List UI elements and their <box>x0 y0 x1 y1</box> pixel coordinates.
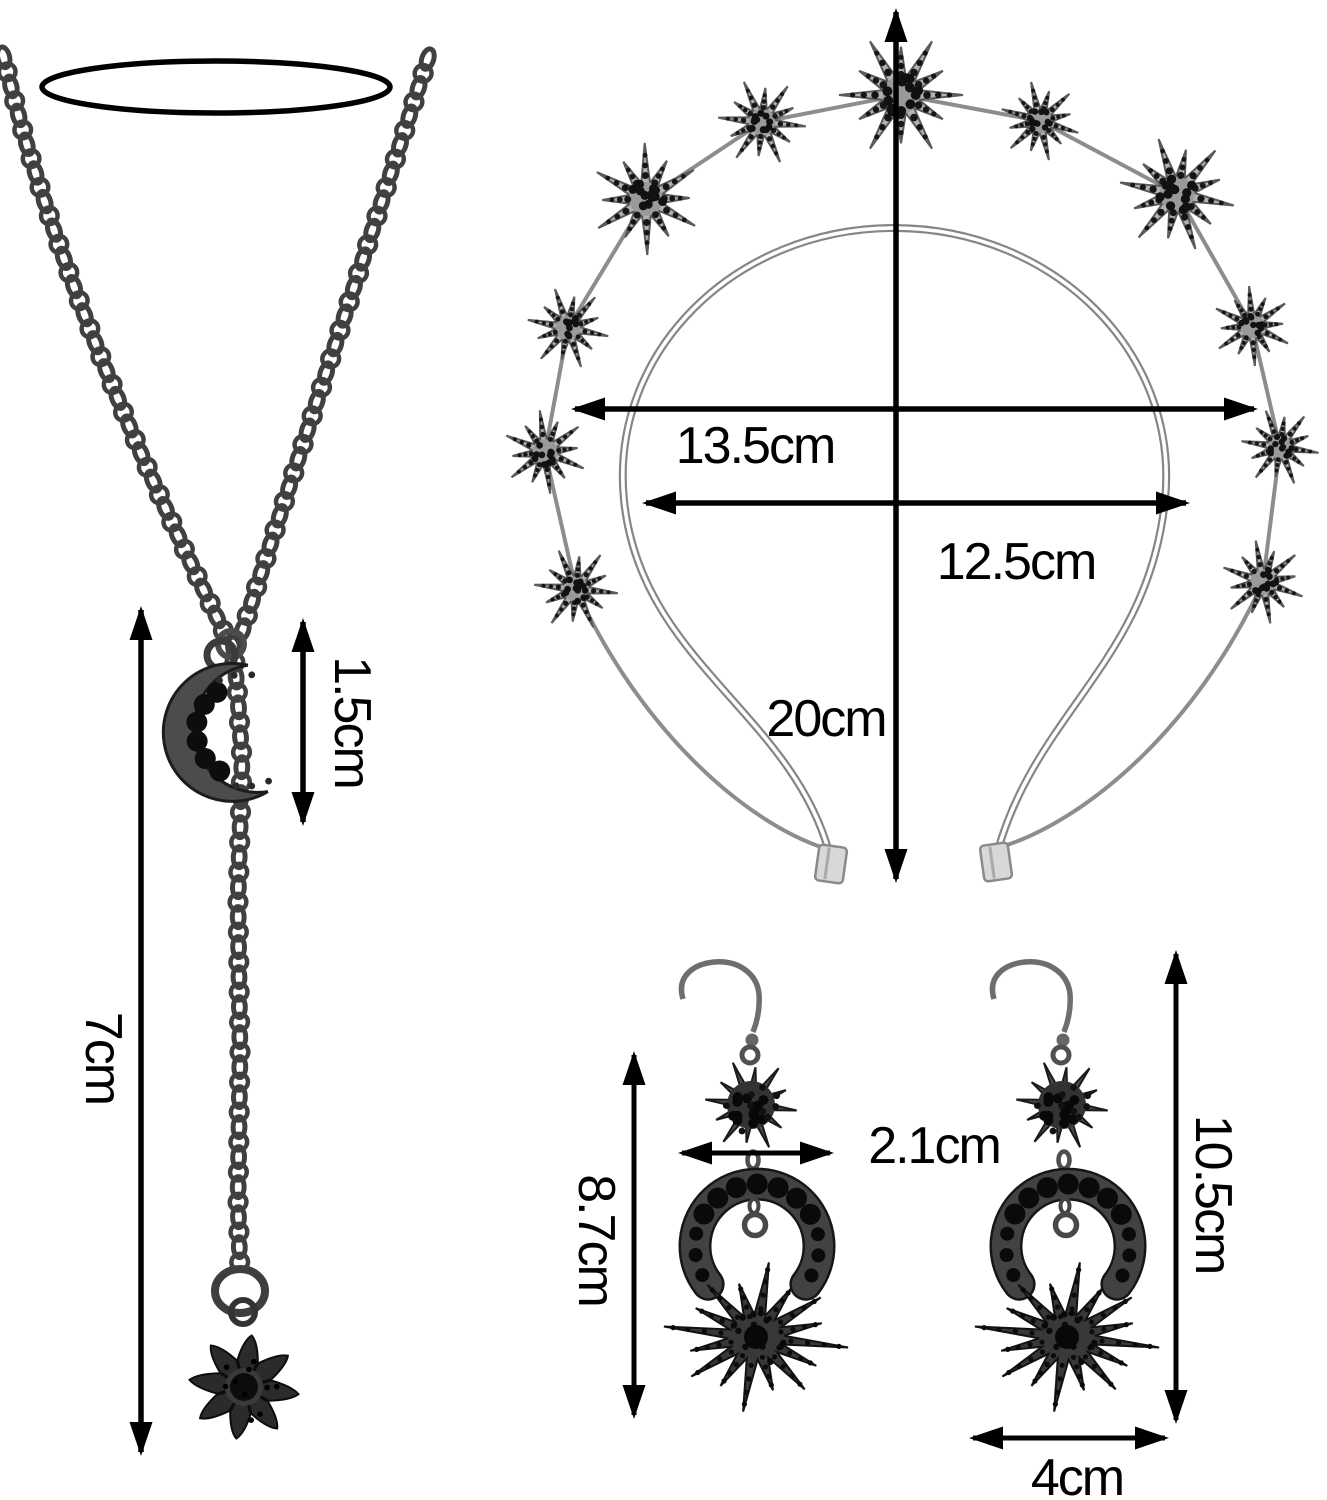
svg-text:1.5cm: 1.5cm <box>323 656 381 788</box>
svg-text:13.5cm: 13.5cm <box>676 417 835 475</box>
svg-text:4cm: 4cm <box>1031 1449 1123 1500</box>
svg-text:10.5cm: 10.5cm <box>1184 1115 1242 1274</box>
svg-text:20cm: 20cm <box>766 690 885 748</box>
svg-text:8.7cm: 8.7cm <box>567 1174 625 1306</box>
svg-text:2.1cm: 2.1cm <box>868 1117 1000 1175</box>
svg-text:12.5cm: 12.5cm <box>937 533 1096 591</box>
svg-text:7cm: 7cm <box>74 1012 132 1104</box>
